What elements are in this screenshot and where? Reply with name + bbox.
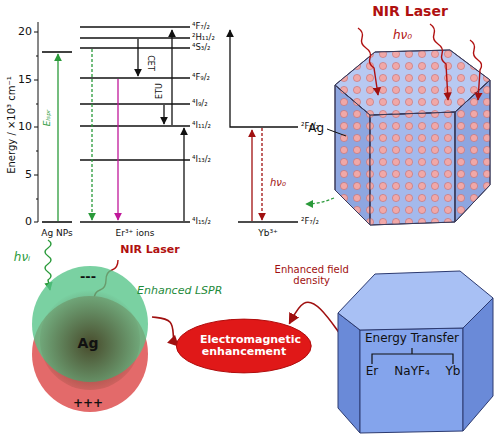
level-label: ⁴F₉/₂ <box>192 73 210 82</box>
energy-axis <box>34 22 38 222</box>
charge-sign: +++ <box>73 397 103 410</box>
transition-arrows <box>58 30 334 221</box>
energy-levels <box>42 27 298 222</box>
column-label: Yb³⁺ <box>258 229 278 239</box>
laser-arrows <box>358 24 482 100</box>
ion-label: Er <box>366 365 379 378</box>
tick-label: 0 <box>25 216 32 228</box>
tick-label: 10 <box>18 121 32 133</box>
level-label: ⁴I₁₅/₂ <box>192 217 211 226</box>
process-label: Energy Transfer <box>365 332 459 345</box>
part-label: Ag <box>308 122 324 135</box>
photon-label: hν₀ <box>270 177 286 188</box>
level-label: ⁴I₁₃/₂ <box>192 155 211 164</box>
level-label: ⁴S₃/₂ <box>192 43 210 52</box>
column-label: Er³⁺ ions <box>115 229 154 239</box>
laser-label: NIR Laser <box>120 244 179 256</box>
transition-label: ETU <box>156 83 165 99</box>
process-label: Electromagnetic enhancement <box>200 334 288 358</box>
ion-label: Yb <box>446 365 461 378</box>
ag-nanosphere: ---Enhanced LSPRAg+++ <box>25 262 160 427</box>
charge-sign: --- <box>80 270 96 284</box>
transition-label: CET <box>146 55 155 71</box>
column-label: Ag NPs <box>41 229 72 239</box>
photon-label: hν₀ <box>393 29 412 42</box>
level-label: ⁴I₉/₂ <box>192 99 208 108</box>
edge-label: Enhanced field density <box>272 264 352 286</box>
nayf4-prism: Energy TransferEr NaYF₄ Yb <box>335 268 497 436</box>
tick-label: 5 <box>25 169 32 181</box>
photon-label: hνᵢ <box>14 251 30 264</box>
node-outline <box>335 268 497 436</box>
tick-label: 15 <box>18 74 32 86</box>
leader-line <box>327 129 346 136</box>
axis-title: Energy / ×10³ cm⁻¹ <box>6 76 17 174</box>
lspr-label: Enhanced LSPR <box>137 285 222 297</box>
level-label: ⁴I₁₁/₂ <box>192 121 211 130</box>
level-label: ²H₁₁/₂ <box>192 33 215 42</box>
host-label: NaYF₄ <box>394 365 429 378</box>
hexagonal-prism <box>335 50 490 225</box>
connector-arrow <box>152 317 178 346</box>
laser-label: NIR Laser <box>372 4 448 19</box>
enhancement-ellipse: Electromagnetic enhancement <box>175 318 313 374</box>
level-label: ⁴F₇/₂ <box>192 22 210 31</box>
tick-label: 20 <box>18 26 32 38</box>
level-label: ²F₇/₂ <box>301 217 319 226</box>
particle-label: Ag <box>78 336 99 351</box>
transition-label: Eₗₛₚᵣ <box>43 110 53 127</box>
